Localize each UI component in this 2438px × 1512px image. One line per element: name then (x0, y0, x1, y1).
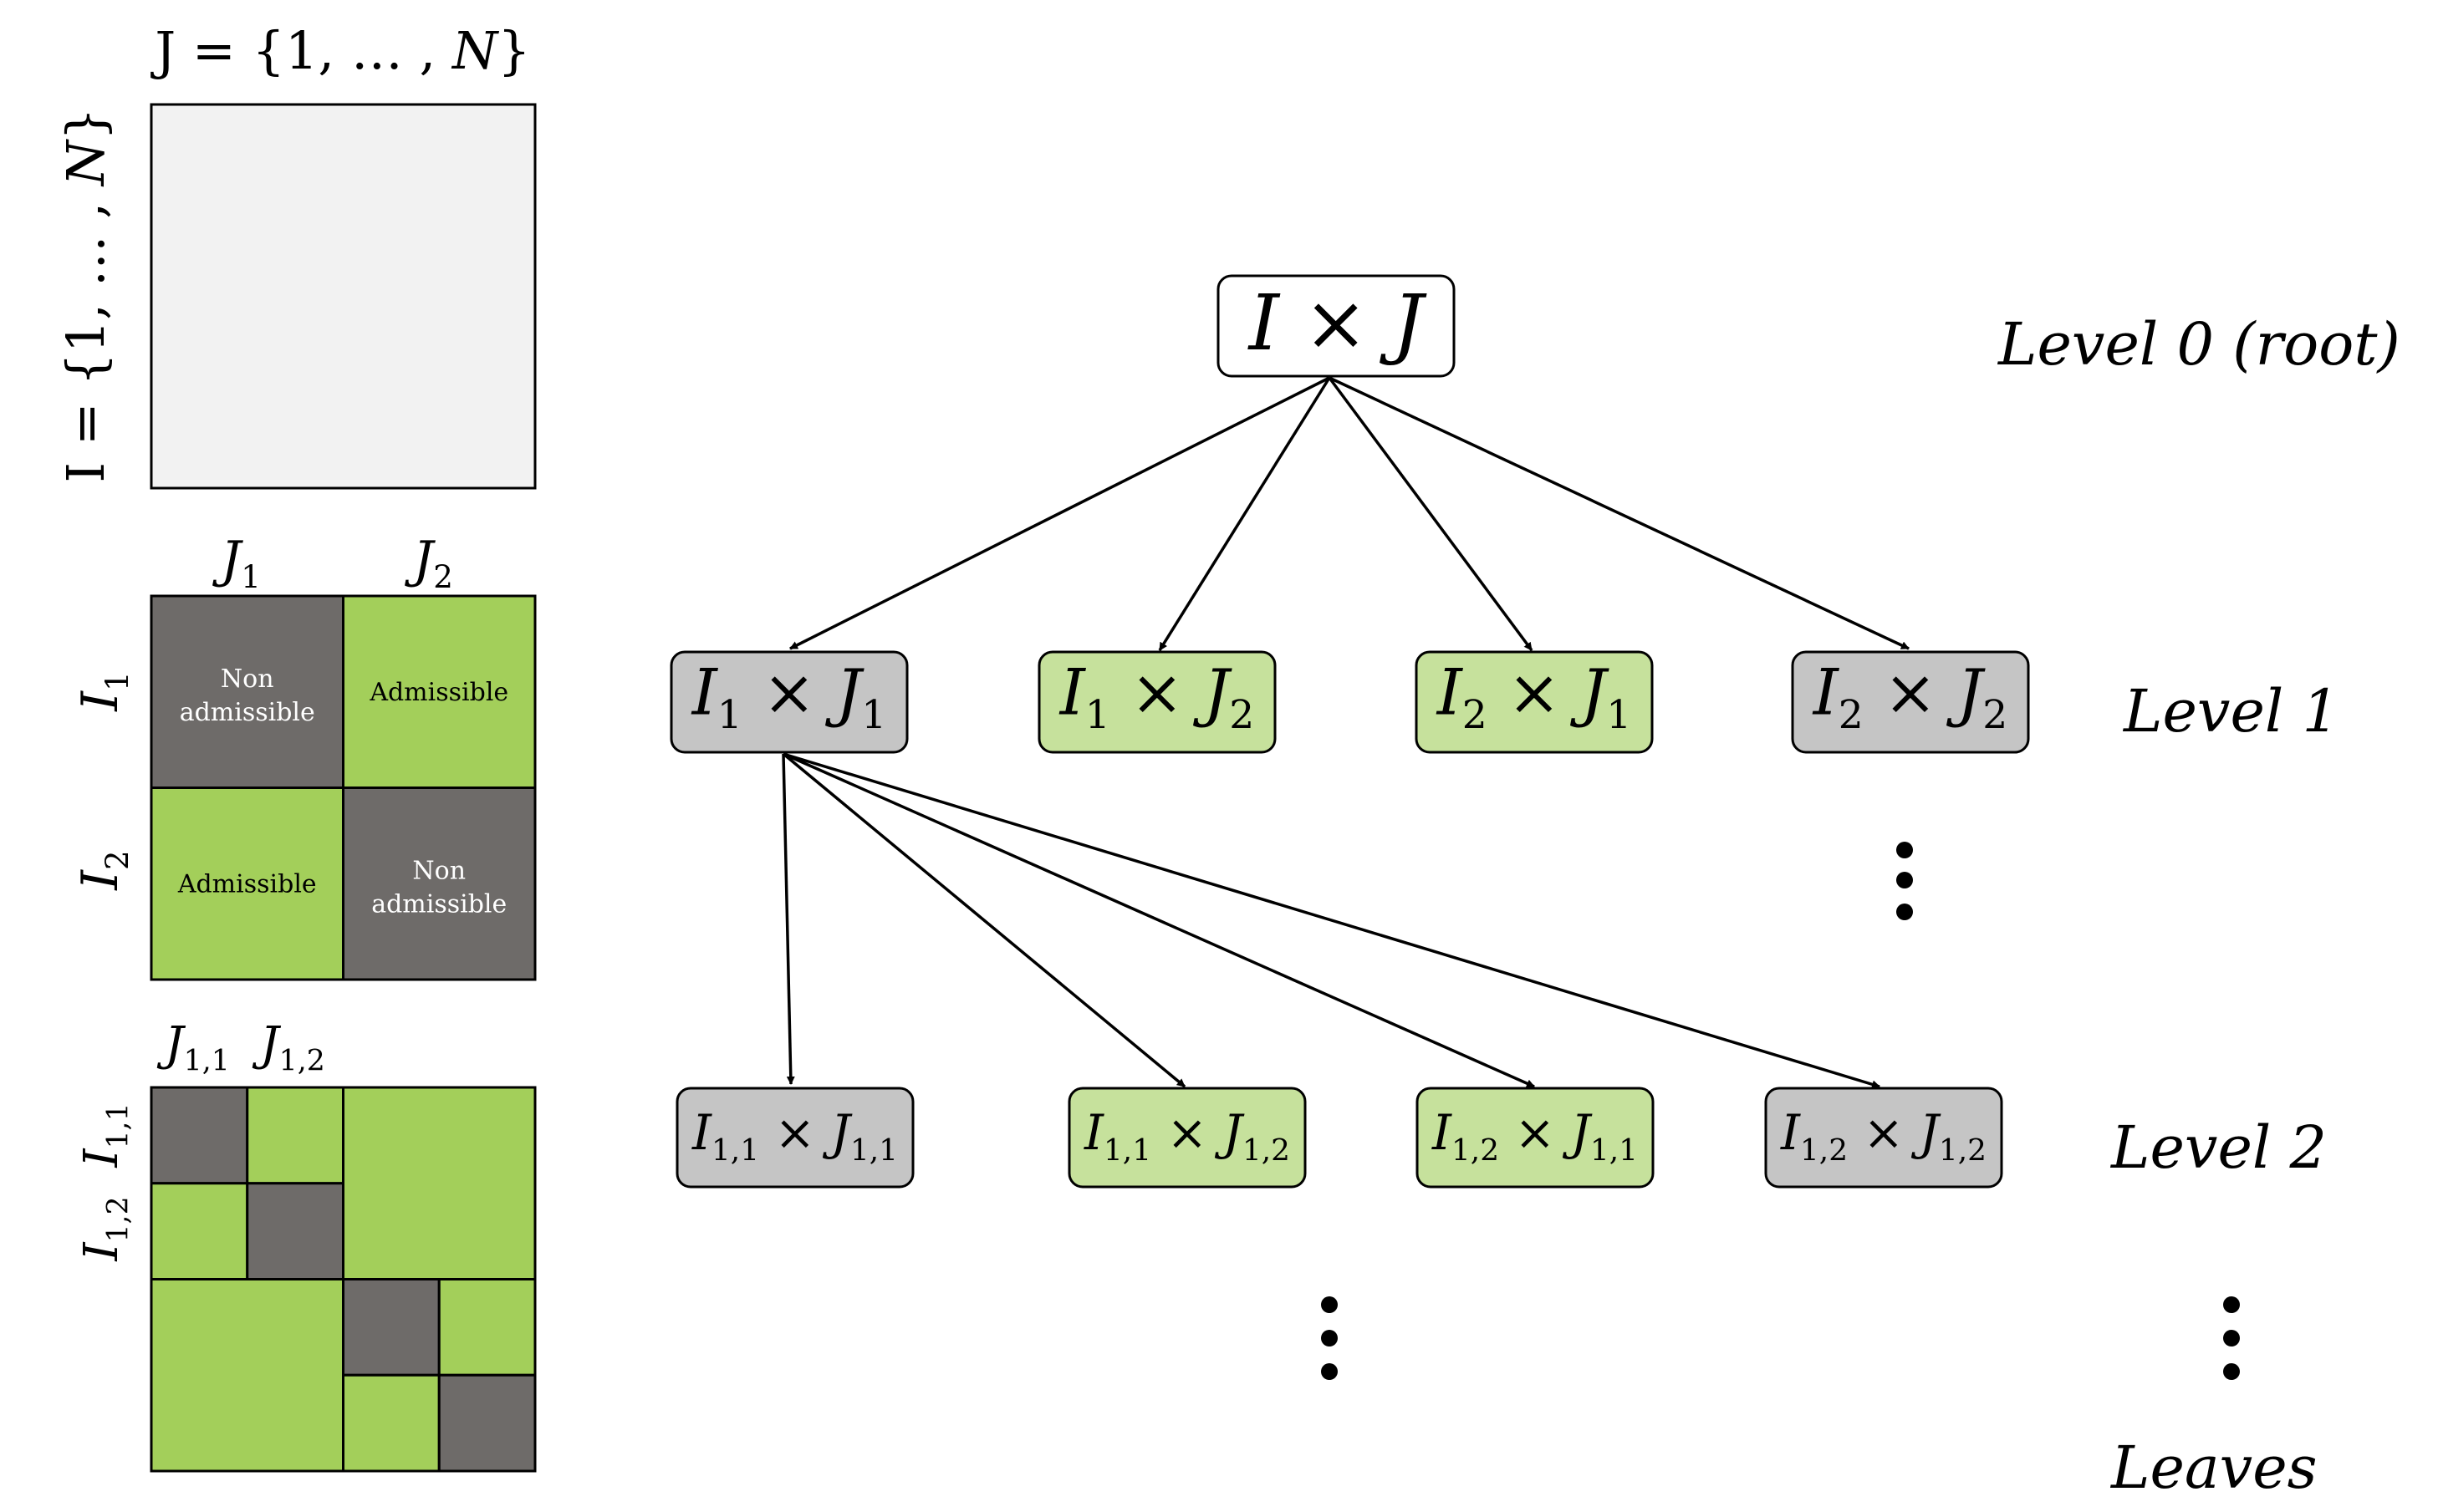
svg-text:I1 × J1: I1 × J1 (691, 654, 886, 738)
level2-col-label-1: J1,1 (156, 1017, 230, 1077)
svg-text:I1,2 × J1,1: I1,2 × J1,1 (1431, 1104, 1638, 1168)
full-matrix-row-label: I = {1, … , N} (55, 108, 116, 483)
level1-col-label-2: J2 (404, 531, 453, 595)
tree-node-level1-4: I2 × J2 (1791, 650, 2030, 754)
tree-node-level1-2: I1 × J2 (1038, 650, 1277, 754)
level2-block-matrix: J1,1 J1,2I1,1I1,2 (74, 1017, 537, 1473)
continuation-dots (1321, 842, 2240, 1380)
vertical-ellipsis-middle (1321, 1296, 1338, 1380)
tree-node-level2-4: I1,2 × J1,2 (1764, 1087, 2003, 1189)
svg-text:I1,1 × J1,2: I1,1 × J1,2 (1084, 1104, 1290, 1168)
level2-block-admissible (342, 1086, 537, 1280)
level1-block-non-admissible (150, 594, 344, 789)
level2-block-admissible (342, 1373, 441, 1473)
svg-text:I1,2 × J1,2: I1,2 × J1,2 (1780, 1104, 1987, 1168)
tree-edge-level1-to-level2-4 (783, 752, 1880, 1089)
vertical-ellipsis-level1 (1896, 842, 1913, 920)
level1-row-label-2: I2 (71, 850, 135, 890)
level1-block-non-admissible (342, 787, 537, 981)
tree-node-level2-1: I1,1 × J1,1 (676, 1087, 915, 1189)
tree-edge-root-to-level1-1 (789, 376, 1330, 650)
tree-edge-root-to-level1-4 (1329, 376, 1910, 650)
level2-block-non-admissible (246, 1182, 344, 1280)
svg-text:I1 × J2: I1 × J2 (1058, 654, 1254, 738)
block-label: admissible (371, 889, 507, 919)
tree-node-level1-3: I2 × J1 (1415, 650, 1654, 754)
level0-label: Level 0 (root) (1997, 310, 2400, 379)
block-label: Admissible (369, 678, 508, 707)
vertical-ellipsis-right (2223, 1296, 2240, 1380)
level2-block-admissible (246, 1086, 344, 1185)
tree-node-level2-3: I1,2 × J1,1 (1415, 1087, 1655, 1189)
level2-block-admissible (150, 1278, 344, 1473)
tree-edges (782, 376, 1910, 1089)
tree-edge-level1-to-level2-1 (782, 753, 795, 1085)
full-matrix-col-label: J = {1, … , N} (150, 20, 530, 81)
tree-edge-level1-to-level2-3 (783, 752, 1535, 1088)
tree-node-level2-2: I1,1 × J1,2 (1068, 1087, 1307, 1189)
leaves-label: Leaves (2109, 1433, 2318, 1502)
svg-text:I2 × J2: I2 × J2 (1812, 654, 2007, 738)
level2-block-non-admissible (437, 1373, 537, 1473)
level1-row-label-1: I1 (71, 671, 135, 711)
block-label: admissible (180, 698, 315, 727)
tree-edge-root-to-level1-3 (1328, 376, 1533, 652)
level2-block-admissible (150, 1182, 249, 1280)
level2-block-non-admissible (342, 1278, 441, 1377)
level1-col-label-1: J1 (212, 531, 261, 595)
tree-nodes: I × J I1 × J1 I1 × J2 I2 × J1 I2 × J2 I1,1 × … (670, 274, 2030, 1189)
level2-col-label-2: J1,2 (252, 1017, 325, 1077)
level2-block-admissible (437, 1278, 537, 1377)
full-matrix-panel: J = {1, … , N} I = {1, … , N} (55, 20, 537, 490)
tree-node-level1-1: I1 × J1 (670, 650, 909, 754)
svg-text:I2 × J1: I2 × J1 (1436, 654, 1631, 738)
svg-text:I × J: I × J (1247, 278, 1428, 368)
level2-row-label-2: I1,2 (74, 1196, 135, 1261)
full-matrix (150, 103, 537, 490)
level2-row-label-1: I1,1 (74, 1102, 135, 1168)
tree-node-root: I × J (1216, 274, 1456, 378)
level1-block-admissible (342, 594, 537, 789)
block-label: Non (221, 664, 274, 694)
tree-edge-root-to-level1-2 (1158, 377, 1331, 651)
level1-block-admissible (150, 787, 344, 981)
level2-label: Level 2 (2109, 1113, 2327, 1182)
level2-block-non-admissible (150, 1086, 249, 1185)
tree-edge-level1-to-level2-2 (782, 752, 1186, 1088)
block-label: Admissible (177, 869, 317, 899)
level1-label: Level 1 (2122, 677, 2339, 746)
svg-text:I1,1 × J1,1: I1,1 × J1,1 (691, 1104, 898, 1168)
block-label: Non (412, 856, 466, 885)
